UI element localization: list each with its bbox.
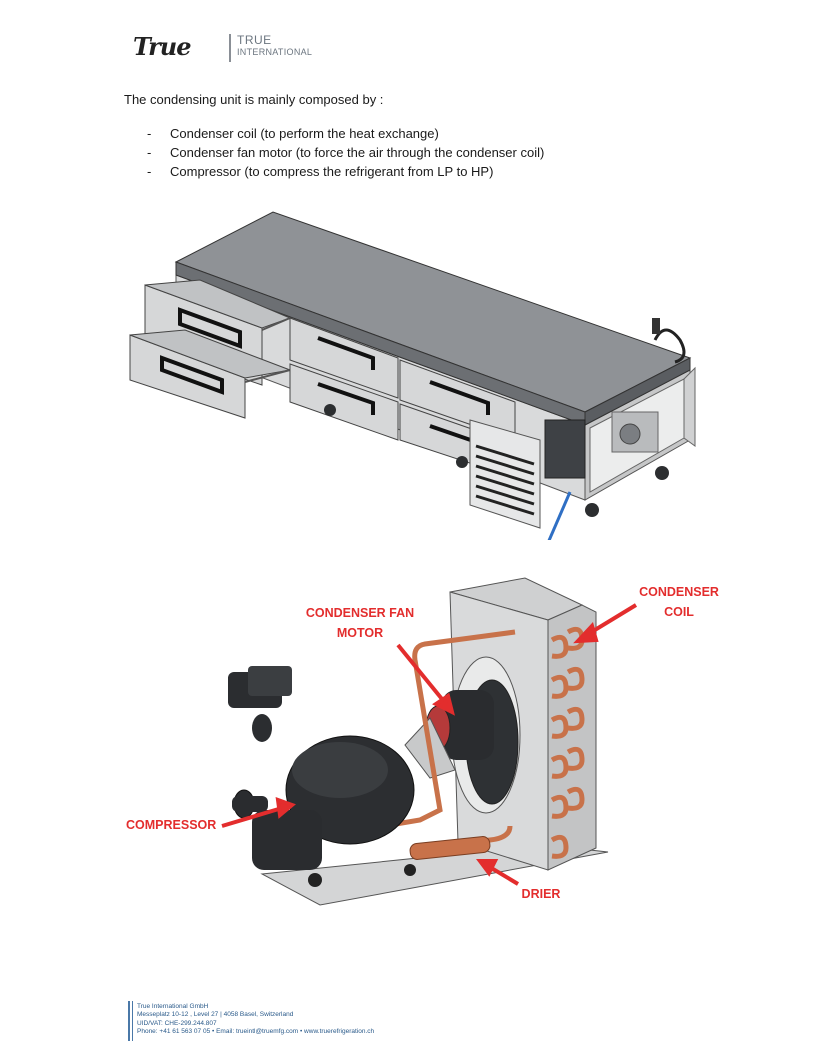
logo-wordmark: TRUE INTERNATIONAL [237,34,312,57]
footer-divider-thin [132,1001,133,1041]
logo-script: True [133,32,191,61]
bullet-dash: - [147,145,152,160]
bullet-text: Condenser fan motor (to force the air th… [170,145,545,160]
callout-fan-motor: CONDENSER FAN MOTOR [305,606,415,640]
footer-contact-block: True International GmbH Messeplatz 10-12… [137,1003,374,1037]
logo-line-2: INTERNATIONAL [237,47,313,57]
cabinet-illustration [129,211,696,540]
bullet-text: Compressor (to compress the refrigerant … [170,164,494,179]
callout-drier: DRIER [521,887,561,901]
condensing-unit-illustration [221,577,638,906]
intro-text: The condensing unit is mainly composed b… [124,92,384,107]
bullet-text: Condenser coil (to perform the heat exch… [170,126,439,141]
list-item: - Compressor (to compress the refrigeran… [147,162,544,181]
footer-address: Messeplatz 10-12 , Level 27 | 4058 Basel… [137,1011,294,1019]
footer-divider [128,1001,130,1041]
blue-arrow [547,491,572,540]
footer-contact: Phone: +41 61 563 07 05 • Email: trueint… [137,1028,375,1036]
list-item: - Condenser coil (to perform the heat ex… [147,124,544,143]
logo-divider [229,34,231,62]
callout-condenser-coil: CONDENSER COIL [639,585,719,619]
list-item: - Condenser fan motor (to force the air … [147,143,544,162]
callout-arrows [221,603,638,886]
footer-company: True International GmbH [137,1003,209,1010]
bullet-dash: - [147,126,152,141]
component-list: - Condenser coil (to perform the heat ex… [147,124,544,181]
bullet-dash: - [147,164,152,179]
logo-line-1: TRUE [237,33,272,47]
footer-vat: UID/VAT: CHE-299.244.807 [137,1019,217,1027]
callout-compressor: COMPRESSOR [126,818,217,832]
